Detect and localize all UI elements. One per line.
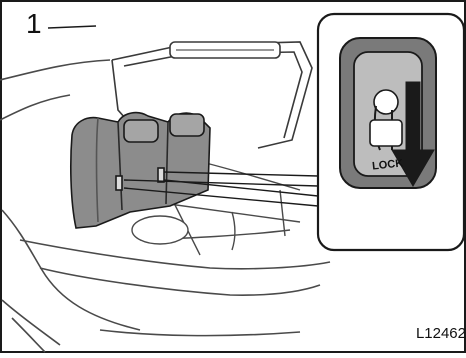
spare-tire-cover xyxy=(132,216,188,244)
lock-detail-inset: LOCK xyxy=(318,14,464,250)
headrest-left xyxy=(124,120,158,142)
headrest-right xyxy=(170,114,204,136)
figure-code: L12462 xyxy=(416,326,466,341)
step-number: 1 xyxy=(26,10,42,38)
seatback-lock-right xyxy=(158,168,164,182)
step-leader-line xyxy=(48,26,96,28)
rear-seatback xyxy=(71,113,210,228)
seatback-lock-left xyxy=(116,176,122,190)
